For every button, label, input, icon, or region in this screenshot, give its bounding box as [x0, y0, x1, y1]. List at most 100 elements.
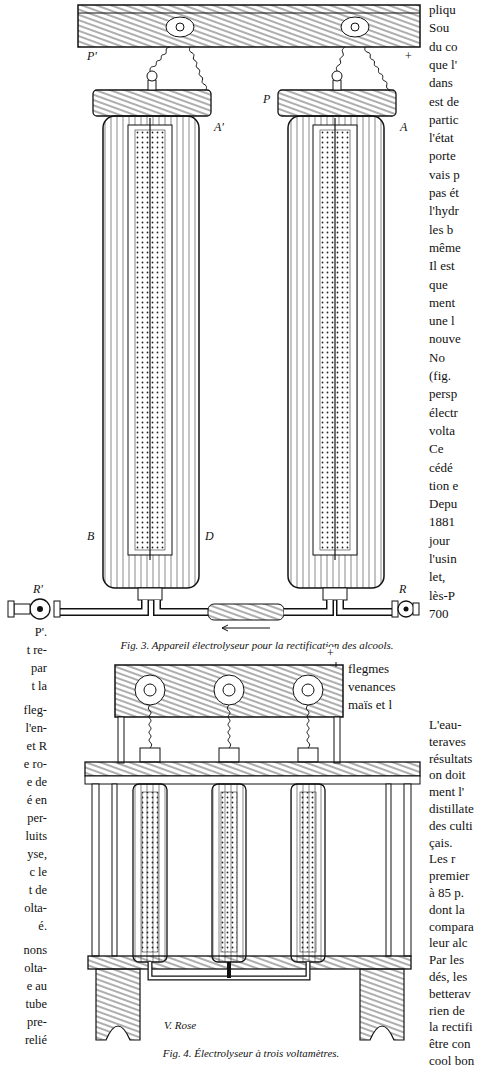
- terminal-board: [144, 684, 156, 696]
- column-fragment: ment: [428, 296, 456, 309]
- cylinder-cap: [278, 90, 396, 116]
- column-fragment: persp: [428, 387, 458, 400]
- part-letter: P': [86, 50, 98, 62]
- part-letter: R: [398, 583, 407, 595]
- column-fragment: 700: [428, 607, 450, 620]
- figure-caption: Fig. 4. Électrolyseur à trois voltamètre…: [90, 1048, 412, 1059]
- column-fragment: e au: [0, 980, 48, 992]
- column-fragment: les b: [428, 223, 454, 236]
- column-fragment: per-: [0, 812, 48, 824]
- figure-caption: Fig. 3. Appareil électrolyseur pour la r…: [86, 640, 428, 651]
- column-fragment: tion e: [428, 479, 459, 492]
- table: [112, 784, 117, 956]
- pipe: [208, 604, 284, 620]
- pipe: [284, 600, 330, 612]
- part-letter: P: [262, 93, 271, 105]
- column-fragment: (fig.: [428, 369, 452, 382]
- column-fragment: é en: [0, 794, 48, 806]
- column-fragment: çais.: [428, 836, 453, 849]
- column-fragment: let,: [428, 570, 446, 583]
- stool: [150, 962, 308, 978]
- coiled-wire: [336, 47, 345, 71]
- terminal-board: [115, 662, 343, 763]
- valve: [37, 606, 43, 612]
- table: [219, 748, 239, 762]
- column-fragment: que l': [428, 58, 458, 71]
- column-fragment: olta-: [0, 902, 48, 914]
- valve: [8, 599, 419, 619]
- valve: [14, 604, 30, 614]
- column-fragment: on doit: [428, 768, 466, 781]
- table: [92, 784, 99, 956]
- column-fragment: dans: [428, 76, 454, 89]
- column-fragment: maïs et l: [347, 698, 393, 711]
- column-fragment: premier: [428, 869, 470, 882]
- column-fragment: e de: [0, 776, 48, 788]
- voltameter: [212, 784, 246, 962]
- column-fragment: P'.: [0, 626, 48, 638]
- table: [85, 762, 420, 776]
- column-fragment: fleg-: [0, 704, 48, 716]
- cylinder-cap: [93, 90, 211, 116]
- column-fragment: venances: [347, 680, 397, 693]
- voltameter: [133, 784, 167, 962]
- column-fragment: vais p: [428, 168, 461, 181]
- pipe: [60, 600, 145, 612]
- terminal-board: [302, 684, 314, 696]
- cylinder-cap: [93, 71, 396, 116]
- valve: [398, 601, 414, 617]
- coiled-wire: [227, 705, 230, 748]
- pipe: [340, 600, 392, 612]
- glass-cylinder: [149, 118, 150, 560]
- valve: [54, 601, 60, 617]
- voltameter: [133, 784, 325, 962]
- column-fragment: No: [428, 351, 446, 364]
- column-fragment: pre-: [0, 1016, 48, 1028]
- column-fragment: luits: [0, 830, 48, 842]
- column-fragment: pliqu: [428, 3, 457, 16]
- coiled-wire: [306, 705, 309, 748]
- polarity-sign: +: [326, 647, 335, 659]
- column-fragment: des culti: [428, 819, 474, 832]
- stool: [88, 956, 411, 1040]
- column-fragment: Depu: [428, 497, 458, 510]
- valve: [8, 601, 14, 617]
- column-fragment: jour: [428, 534, 451, 547]
- column-fragment: 1881: [428, 515, 456, 528]
- terminal-bar: [351, 23, 359, 31]
- table: [386, 784, 391, 956]
- table: [85, 776, 420, 784]
- valve: [404, 607, 409, 612]
- voltameter: [221, 792, 237, 952]
- stool: [360, 969, 404, 1040]
- pipe: [60, 600, 145, 612]
- glass-cylinder: [334, 118, 335, 560]
- glass-cylinder: [103, 116, 384, 588]
- voltameter: [291, 784, 325, 962]
- pipe: [157, 600, 208, 612]
- table: [404, 784, 411, 956]
- part-letter: B: [86, 530, 95, 542]
- column-fragment: c le: [0, 866, 48, 878]
- column-fragment: tube: [0, 998, 48, 1010]
- column-fragment: porte: [428, 149, 457, 162]
- cylinder-cap: [147, 71, 157, 81]
- terminal-bar: [78, 13, 420, 14]
- column-fragment: yse,: [0, 848, 48, 860]
- terminal-board: [336, 662, 337, 667]
- column-fragment: betterav: [428, 987, 472, 1000]
- column-fragment: olta-: [0, 962, 48, 974]
- column-fragment: L'eau-: [428, 718, 463, 731]
- column-fragment: relié: [0, 1034, 48, 1046]
- valve: [30, 599, 50, 619]
- column-fragment: la rectifi: [428, 1020, 474, 1033]
- terminal-bar: [341, 17, 369, 37]
- column-fragment: Sou: [428, 21, 450, 34]
- valve: [413, 603, 419, 615]
- part-letter: R': [32, 583, 44, 595]
- pipe: [138, 588, 162, 600]
- pipe: [284, 600, 330, 612]
- column-fragment: nons: [0, 944, 48, 956]
